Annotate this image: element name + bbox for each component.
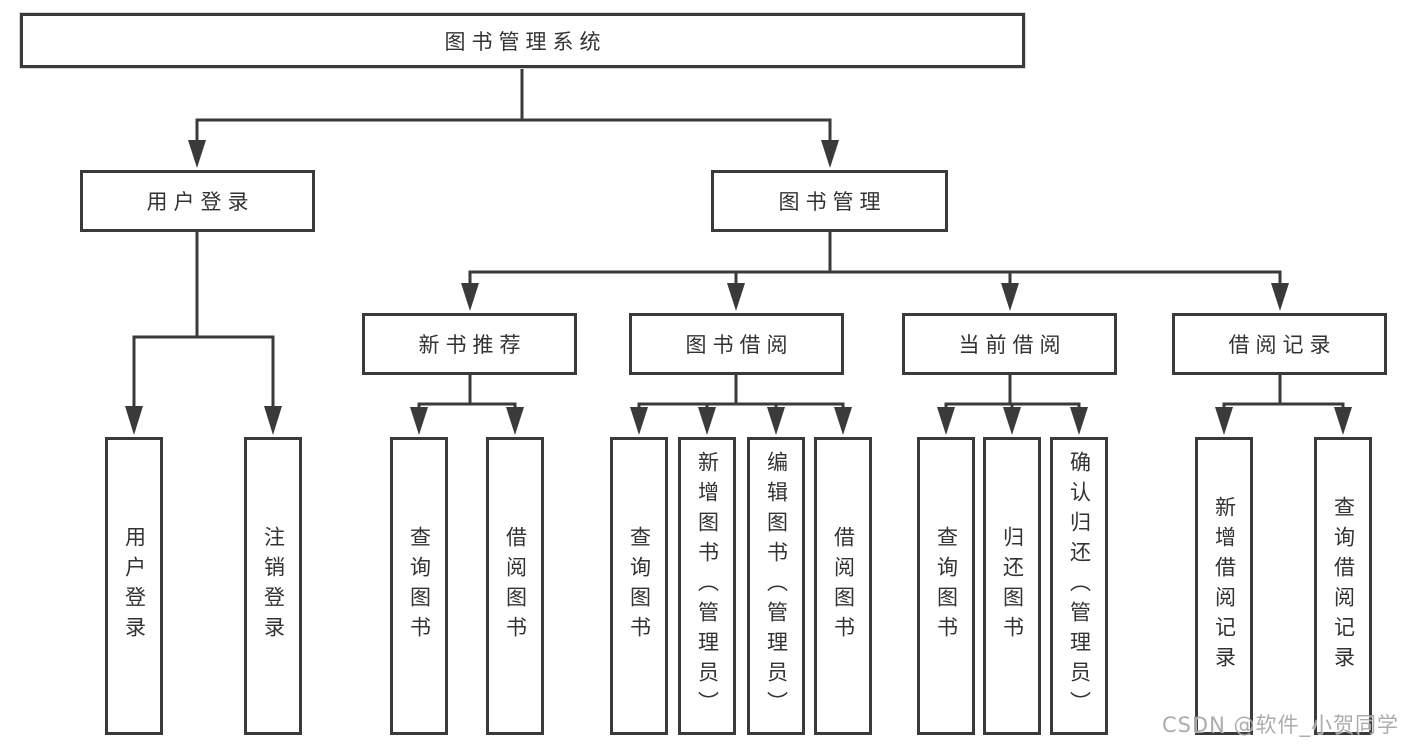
leaf-logout: 注销登录 — [244, 437, 302, 735]
leaf-borrow-books-recommend: 借阅图书 — [486, 437, 544, 735]
leaf-label: 编辑图书（管理员） — [764, 451, 789, 721]
leaf-add-books-admin: 新增图书（管理员） — [678, 437, 736, 735]
leaf-query-books-current: 查询图书 — [917, 437, 975, 735]
leaf-return-books: 归还图书 — [983, 437, 1041, 735]
leaf-label: 查询图书 — [934, 526, 959, 646]
leaf-confirm-return-admin: 确认归还（管理员） — [1050, 437, 1108, 735]
leaf-label: 用户登录 — [122, 526, 147, 646]
leaf-query-books-recommend: 查询图书 — [390, 437, 448, 735]
leaf-query-books-borrowing: 查询图书 — [610, 437, 668, 735]
leaf-label: 查询图书 — [407, 526, 432, 646]
leaf-label: 新增借阅记录 — [1212, 496, 1237, 676]
node-book-management: 图书管理 — [711, 170, 948, 232]
leaf-query-borrow-record: 查询借阅记录 — [1314, 437, 1372, 735]
leaf-user-login: 用户登录 — [105, 437, 163, 735]
leaf-label: 借阅图书 — [831, 526, 856, 646]
leaf-label: 归还图书 — [1000, 526, 1025, 646]
leaf-borrow-books-borrowing: 借阅图书 — [814, 437, 872, 735]
node-new-book-recommend: 新书推荐 — [362, 313, 577, 375]
leaf-label: 查询图书 — [627, 526, 652, 646]
leaf-label: 查询借阅记录 — [1331, 496, 1356, 676]
leaf-label: 确认归还（管理员） — [1067, 451, 1092, 721]
node-current-borrowing: 当前借阅 — [902, 313, 1117, 375]
node-book-borrowing: 图书借阅 — [629, 313, 844, 375]
watermark: CSDN @软件_小贺同学 — [1161, 713, 1399, 737]
leaf-label: 注销登录 — [261, 526, 286, 646]
node-borrowing-records: 借阅记录 — [1172, 313, 1387, 375]
node-user-login: 用户登录 — [80, 170, 315, 232]
node-root: 图书管理系统 — [20, 13, 1025, 68]
leaf-label: 新增图书（管理员） — [695, 451, 720, 721]
leaf-label: 借阅图书 — [503, 526, 528, 646]
leaf-add-borrow-record: 新增借阅记录 — [1195, 437, 1253, 735]
leaf-edit-books-admin: 编辑图书（管理员） — [747, 437, 805, 735]
